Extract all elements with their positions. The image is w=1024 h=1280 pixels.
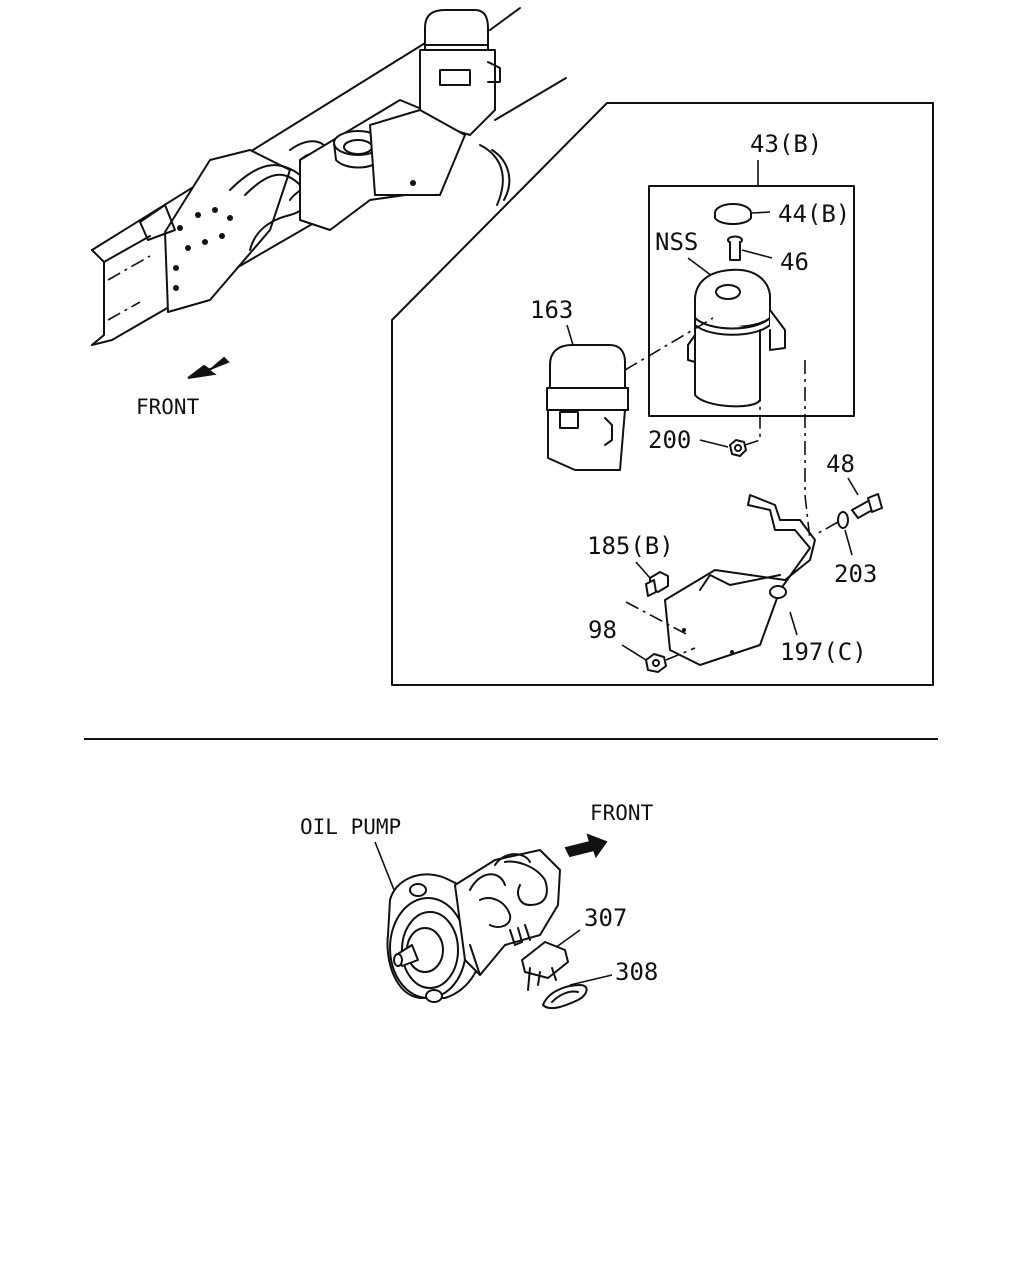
front-arrow-top (187, 356, 230, 379)
nut-98 (645, 653, 667, 673)
label-200: 200 (648, 426, 691, 454)
bolt-48 (851, 493, 883, 519)
label-nss: NSS (655, 228, 698, 256)
oil-pump-detail: OIL PUMP FRONT 307 (300, 801, 658, 1010)
clip-308 (542, 984, 588, 1010)
label-203: 203 (834, 560, 877, 588)
front-arrow-bottom (564, 833, 608, 859)
label-oil-pump: OIL PUMP (300, 815, 401, 839)
connector-307 (521, 941, 569, 991)
label-98: 98 (588, 616, 617, 644)
label-48: 48 (826, 450, 855, 478)
oil-pump (386, 849, 561, 1003)
bolt-185b (645, 571, 669, 597)
reservoir-cap (714, 203, 752, 225)
label-307: 307 (584, 904, 627, 932)
reservoir-tank (687, 268, 786, 408)
chassis-frame-overview: FRONT (91, 7, 567, 419)
label-163: 163 (530, 296, 573, 324)
front-label-bottom: FRONT (590, 801, 654, 825)
label-46: 46 (780, 248, 809, 276)
strainer (727, 235, 743, 261)
inset-border (391, 102, 934, 686)
label-185b: 185(B) (587, 532, 674, 560)
subassembly-box-43b (648, 185, 855, 417)
label-308: 308 (615, 958, 658, 986)
tank-bracket (664, 494, 816, 666)
washer-203 (837, 511, 849, 529)
label-197c: 197(C) (780, 638, 867, 666)
front-label-top: FRONT (136, 395, 200, 419)
label-44b: 44(B) (778, 200, 850, 228)
label-43b: 43(B) (750, 130, 822, 158)
nut-200 (729, 439, 747, 457)
tank-protector-cover (546, 344, 629, 471)
reservoir-tank-detail: 43(B) 44(B) 46 NSS 163 (391, 102, 934, 686)
